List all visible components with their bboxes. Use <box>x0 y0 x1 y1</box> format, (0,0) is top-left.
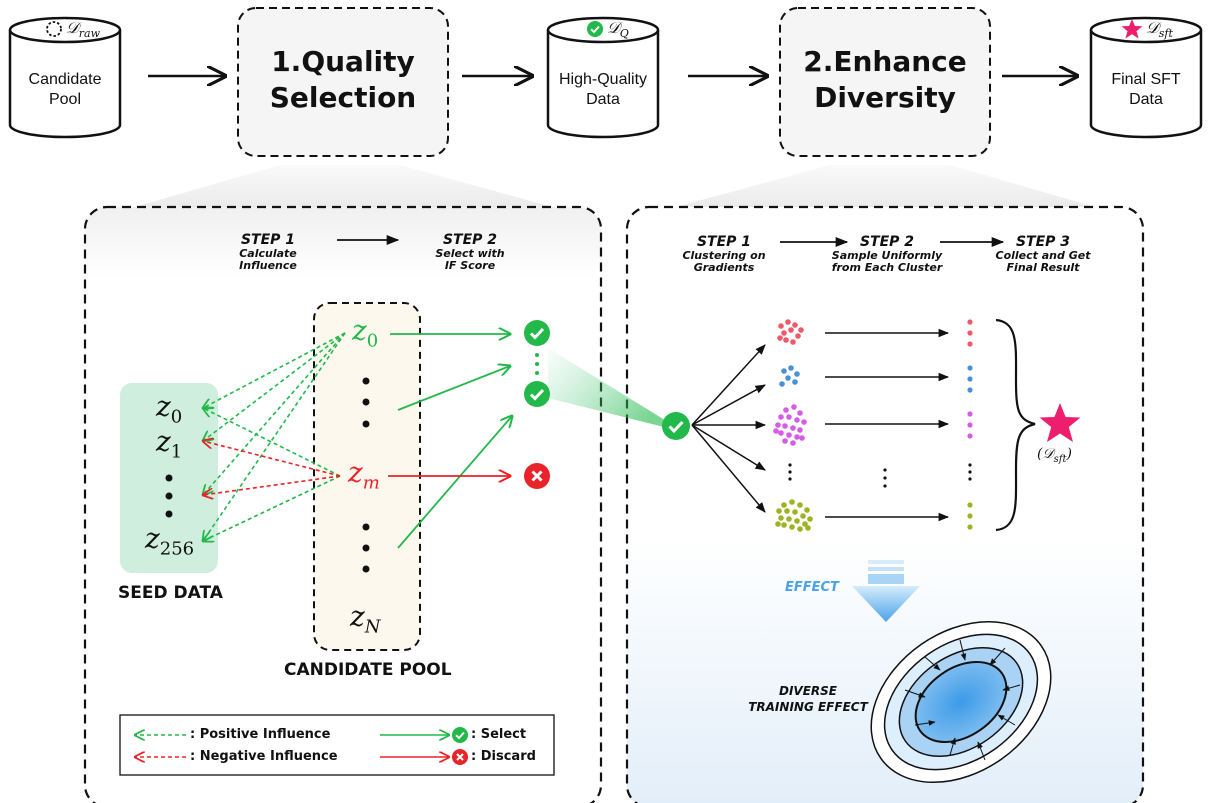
seed-z0: z0 <box>156 390 183 428</box>
seed-label: SEED DATA <box>118 583 223 603</box>
star-icon <box>1039 403 1081 442</box>
cluster-red <box>777 319 804 345</box>
right-step3: STEP 3 Collect and Get Final Result <box>995 234 1091 274</box>
check-circle-icon <box>662 412 690 440</box>
legend-discard: : Discard <box>471 749 536 764</box>
candidate-z0: z0 <box>352 314 379 352</box>
x-circle-icon <box>452 749 468 765</box>
result-symbol: (𝒟sft) <box>1037 446 1072 465</box>
star-icon <box>1121 19 1143 39</box>
right-step1: STEP 1 Clustering on Gradients <box>682 234 766 274</box>
ellipse-icon <box>870 620 1052 784</box>
legend-negative: : Negative Influence <box>190 749 338 764</box>
candidate-zN: zN <box>350 600 381 638</box>
candidate-label: CANDIDATE POOL <box>284 660 452 680</box>
check-circle-icon <box>452 727 468 743</box>
seed-z256: z256 <box>145 522 195 560</box>
down-arrow-icon <box>852 560 920 622</box>
left-step1: STEP 1 Calculate Influence <box>239 232 297 272</box>
x-circle-icon <box>524 463 550 489</box>
brace <box>995 318 1036 532</box>
candidate-pool-symbol: 𝒟raw <box>66 18 101 41</box>
check-circle-icon <box>524 320 550 346</box>
cylinder-final-sft <box>1089 16 1203 139</box>
cluster-purple <box>773 404 807 446</box>
dotted-circle-icon <box>46 21 62 37</box>
legend-positive: : Positive Influence <box>190 727 331 742</box>
legend-select: : Select <box>471 727 527 742</box>
high-quality-symbol: 𝒟Q <box>607 18 629 41</box>
cluster-olive <box>775 499 813 532</box>
final-sft-symbol: 𝒟sft <box>1146 18 1173 41</box>
left-step2: STEP 2 Select with IF Score <box>435 232 505 272</box>
check-circle-icon <box>587 21 603 37</box>
legend-box <box>119 714 555 776</box>
check-circle-icon <box>524 381 550 407</box>
candidate-zm: zm <box>348 456 380 494</box>
cylinder-high-quality <box>546 16 660 139</box>
effect-label: EFFECT <box>785 580 839 595</box>
right-step2: STEP 2 Sample Uniformly from Each Cluste… <box>831 234 943 274</box>
seed-z1: z1 <box>156 425 183 463</box>
stage-box-diversity <box>779 7 991 157</box>
stage-box-quality <box>237 7 449 157</box>
transfer-beam <box>548 348 668 428</box>
cylinder-candidate-pool <box>8 16 122 139</box>
cluster-blue <box>779 365 800 387</box>
